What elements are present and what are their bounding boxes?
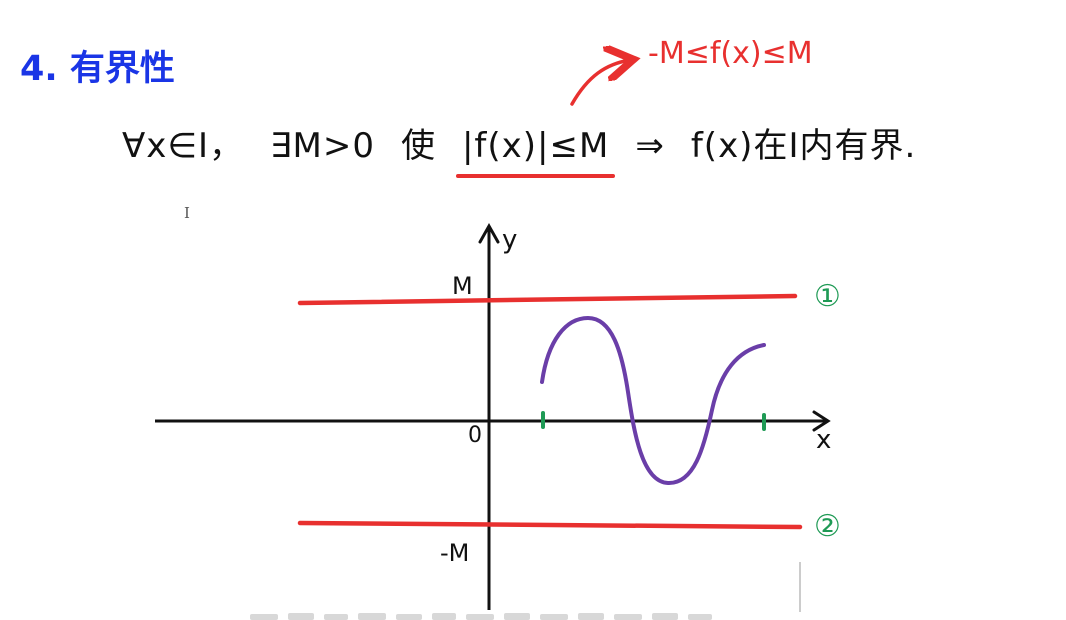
definition-conclusion: f(x)在I内有界.: [690, 126, 917, 166]
x-axis-label: x: [816, 425, 831, 455]
lower-bound-line: [297, 520, 803, 530]
upper-bound-label: M: [452, 272, 473, 300]
section-heading: 4. 有界性: [20, 49, 175, 89]
lower-bound-label: -M: [440, 539, 469, 567]
lower-line-marker: ②: [814, 509, 841, 544]
origin-label: 0: [468, 423, 482, 448]
implies-arrow: ⇒: [635, 126, 665, 166]
definition-shi: 使: [400, 126, 436, 166]
text-cursor-icon: I: [184, 204, 190, 222]
bound-condition-text: |f(x)|≤M: [461, 126, 610, 166]
boundedness-definition: ∀x∈I， ∃M>0 使 |f(x)|≤M ⇒ f(x)在I内有界.: [122, 118, 917, 178]
y-axis-label: y: [502, 225, 517, 255]
definition-forall-clause: ∀x∈I，: [122, 126, 245, 166]
function-curve: [540, 315, 766, 486]
definition-exists-clause: ∃M>0: [270, 126, 375, 166]
bound-condition: |f(x)|≤M: [455, 126, 616, 178]
upper-line-marker: ①: [814, 279, 841, 314]
x-axis-arrowhead-icon: [812, 410, 831, 432]
cropped-subtitle-fragment: [250, 613, 712, 620]
y-axis-arrowhead-icon: [478, 222, 500, 244]
bound-inequality-annotation: -M≤f(x)≤M: [648, 36, 813, 71]
annotation-arrow: [570, 60, 630, 106]
upper-bound-line: [297, 293, 798, 306]
bound-condition-underline: [455, 174, 616, 178]
